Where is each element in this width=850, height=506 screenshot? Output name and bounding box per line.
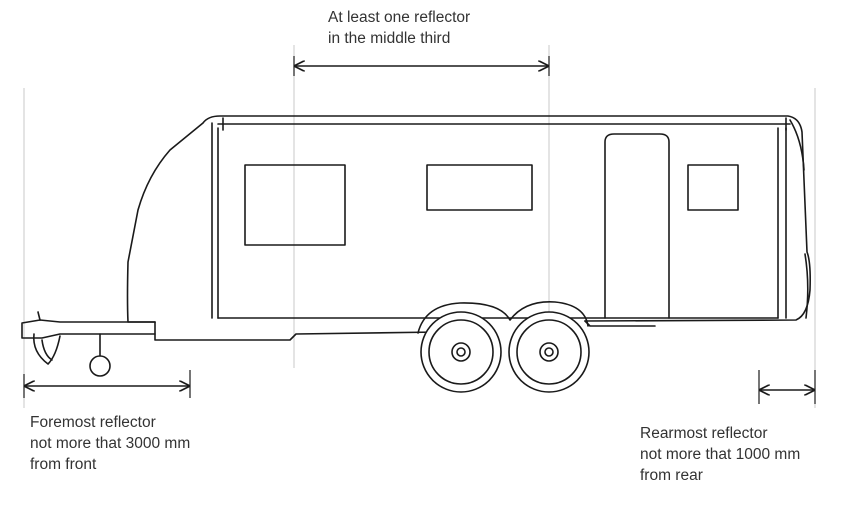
caravan-body (126, 115, 811, 341)
jockey-wheel (89, 355, 111, 377)
middle-label-line-2: in the middle third (328, 30, 451, 47)
front-label-line-1: Foremost reflector (30, 414, 156, 431)
rear-label-line-2: not more that 1000 mm (640, 446, 801, 463)
window-rear (687, 164, 739, 211)
drawbar (21, 311, 156, 377)
rearmost-reflector-label: Rearmost reflector not more that 1000 mm… (640, 423, 800, 486)
rear-label-line-1: Rearmost reflector (640, 425, 768, 442)
rear-label-line-3: from rear (640, 467, 703, 484)
middle-label-line-1: At least one reflector (328, 9, 471, 26)
front-label-line-2: not more that 3000 mm (30, 435, 191, 452)
wheels (420, 311, 590, 393)
middle-third-label: At least one reflector in the middle thi… (328, 7, 470, 49)
window-front (244, 164, 346, 246)
front-label-line-3: from front (30, 456, 97, 473)
wheel-front (420, 311, 502, 393)
door (604, 133, 670, 319)
foremost-reflector-label: Foremost reflector not more that 3000 mm… (30, 412, 190, 475)
window-middle (426, 164, 533, 211)
wheel-rear (508, 311, 590, 393)
